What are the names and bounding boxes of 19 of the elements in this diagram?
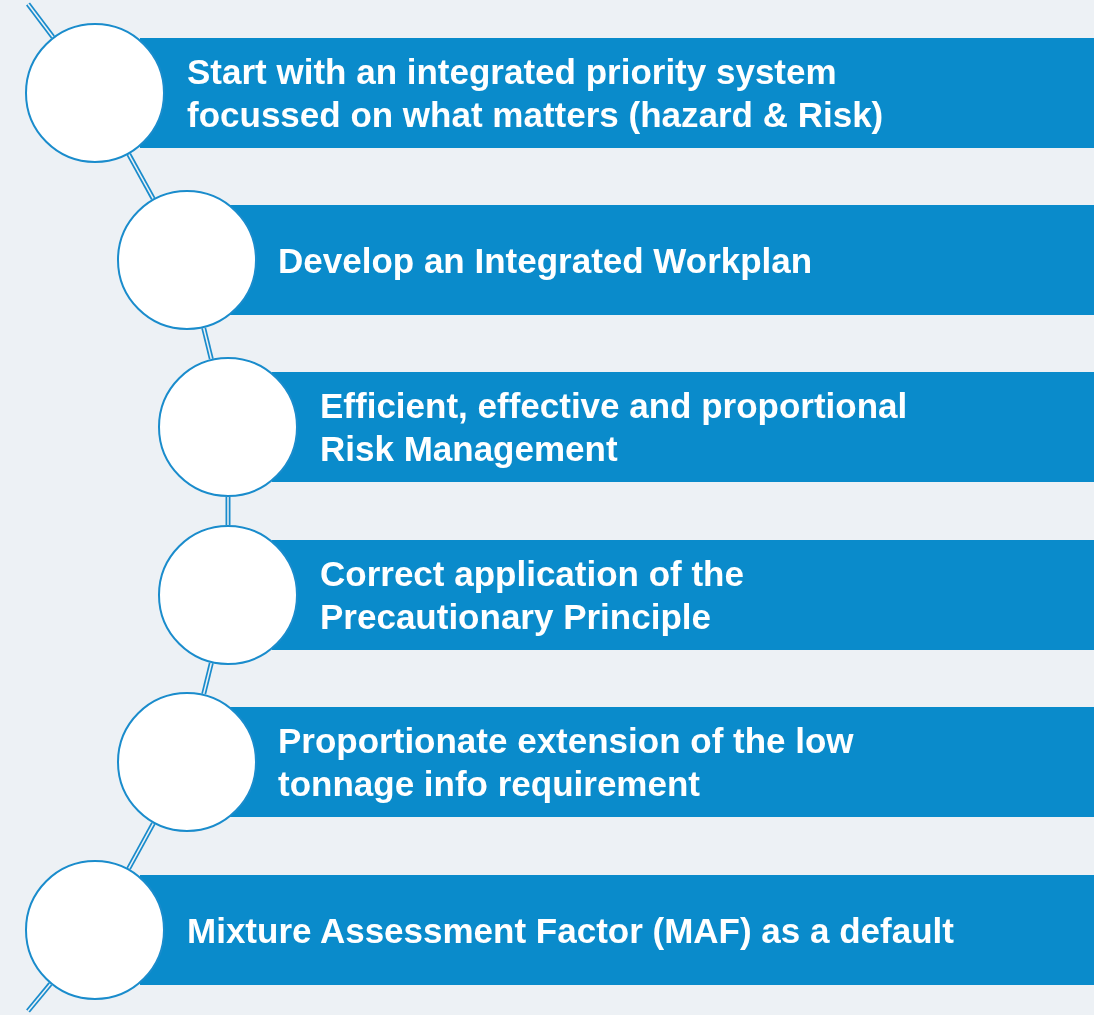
list-bar xyxy=(272,540,1094,650)
list-bar xyxy=(230,205,1094,315)
list-bar xyxy=(272,372,1094,482)
list-bar xyxy=(230,707,1094,817)
connector-line xyxy=(225,496,231,526)
item-text: Correct application of the Precautionary Principle xyxy=(320,553,745,638)
item-text: Start with an integrated priority system focussed on what matters (hazard & Risk) xyxy=(187,51,885,136)
item-text: Efficient, effective and proportional Risk Management xyxy=(320,385,909,470)
item-text: Proportionate extension of the low tonnage info requirement xyxy=(278,720,855,805)
connector-line xyxy=(26,982,53,1013)
connector-line xyxy=(201,662,214,695)
connector-line xyxy=(201,327,214,360)
item-text: Develop an Integrated Workplan xyxy=(278,239,813,282)
connector-line xyxy=(26,2,55,39)
list-bar xyxy=(140,875,1094,985)
item-text: Mixture Assessment Factor (MAF) as a default xyxy=(187,909,954,952)
connector-line xyxy=(126,822,156,870)
connector-line xyxy=(126,153,156,200)
list-bar xyxy=(140,38,1094,148)
